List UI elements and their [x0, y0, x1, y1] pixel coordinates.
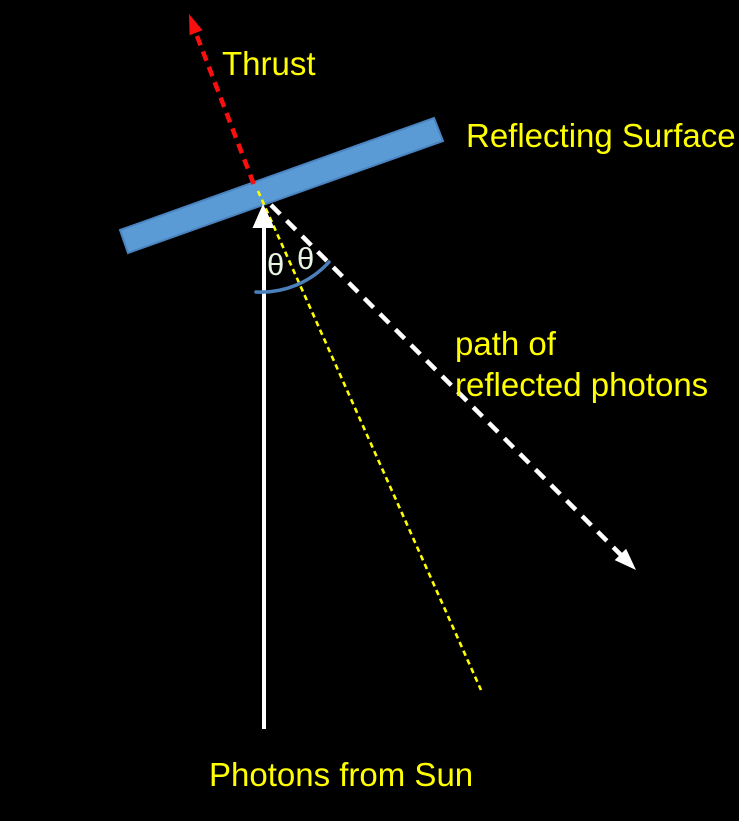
- normal-dashed-line: [256, 190, 483, 691]
- thrust-label: Thrust: [222, 45, 316, 82]
- theta-reflection-label: θ: [297, 241, 315, 276]
- theta-incidence-label: θ: [267, 247, 285, 282]
- thrust-arrowhead-icon: [189, 14, 203, 36]
- reflected-path-label-line2: reflected photons: [455, 365, 709, 403]
- reflected-photon-dashed-line: [269, 203, 623, 557]
- thrust-dashed-line: [194, 35, 259, 191]
- reflected-photon-arrowhead-icon: [614, 548, 636, 570]
- incident-photon-arrowhead-icon: [252, 204, 275, 228]
- reflecting-surface-label: Reflecting Surface: [466, 117, 736, 154]
- angle-arc: [254, 260, 331, 294]
- reflected-path-label: path of reflected photons: [455, 324, 708, 406]
- reflecting-surface-shape: [118, 116, 445, 255]
- reflected-path-label-line1: path of: [455, 325, 556, 362]
- photons-from-sun-label: Photons from Sun: [209, 756, 474, 793]
